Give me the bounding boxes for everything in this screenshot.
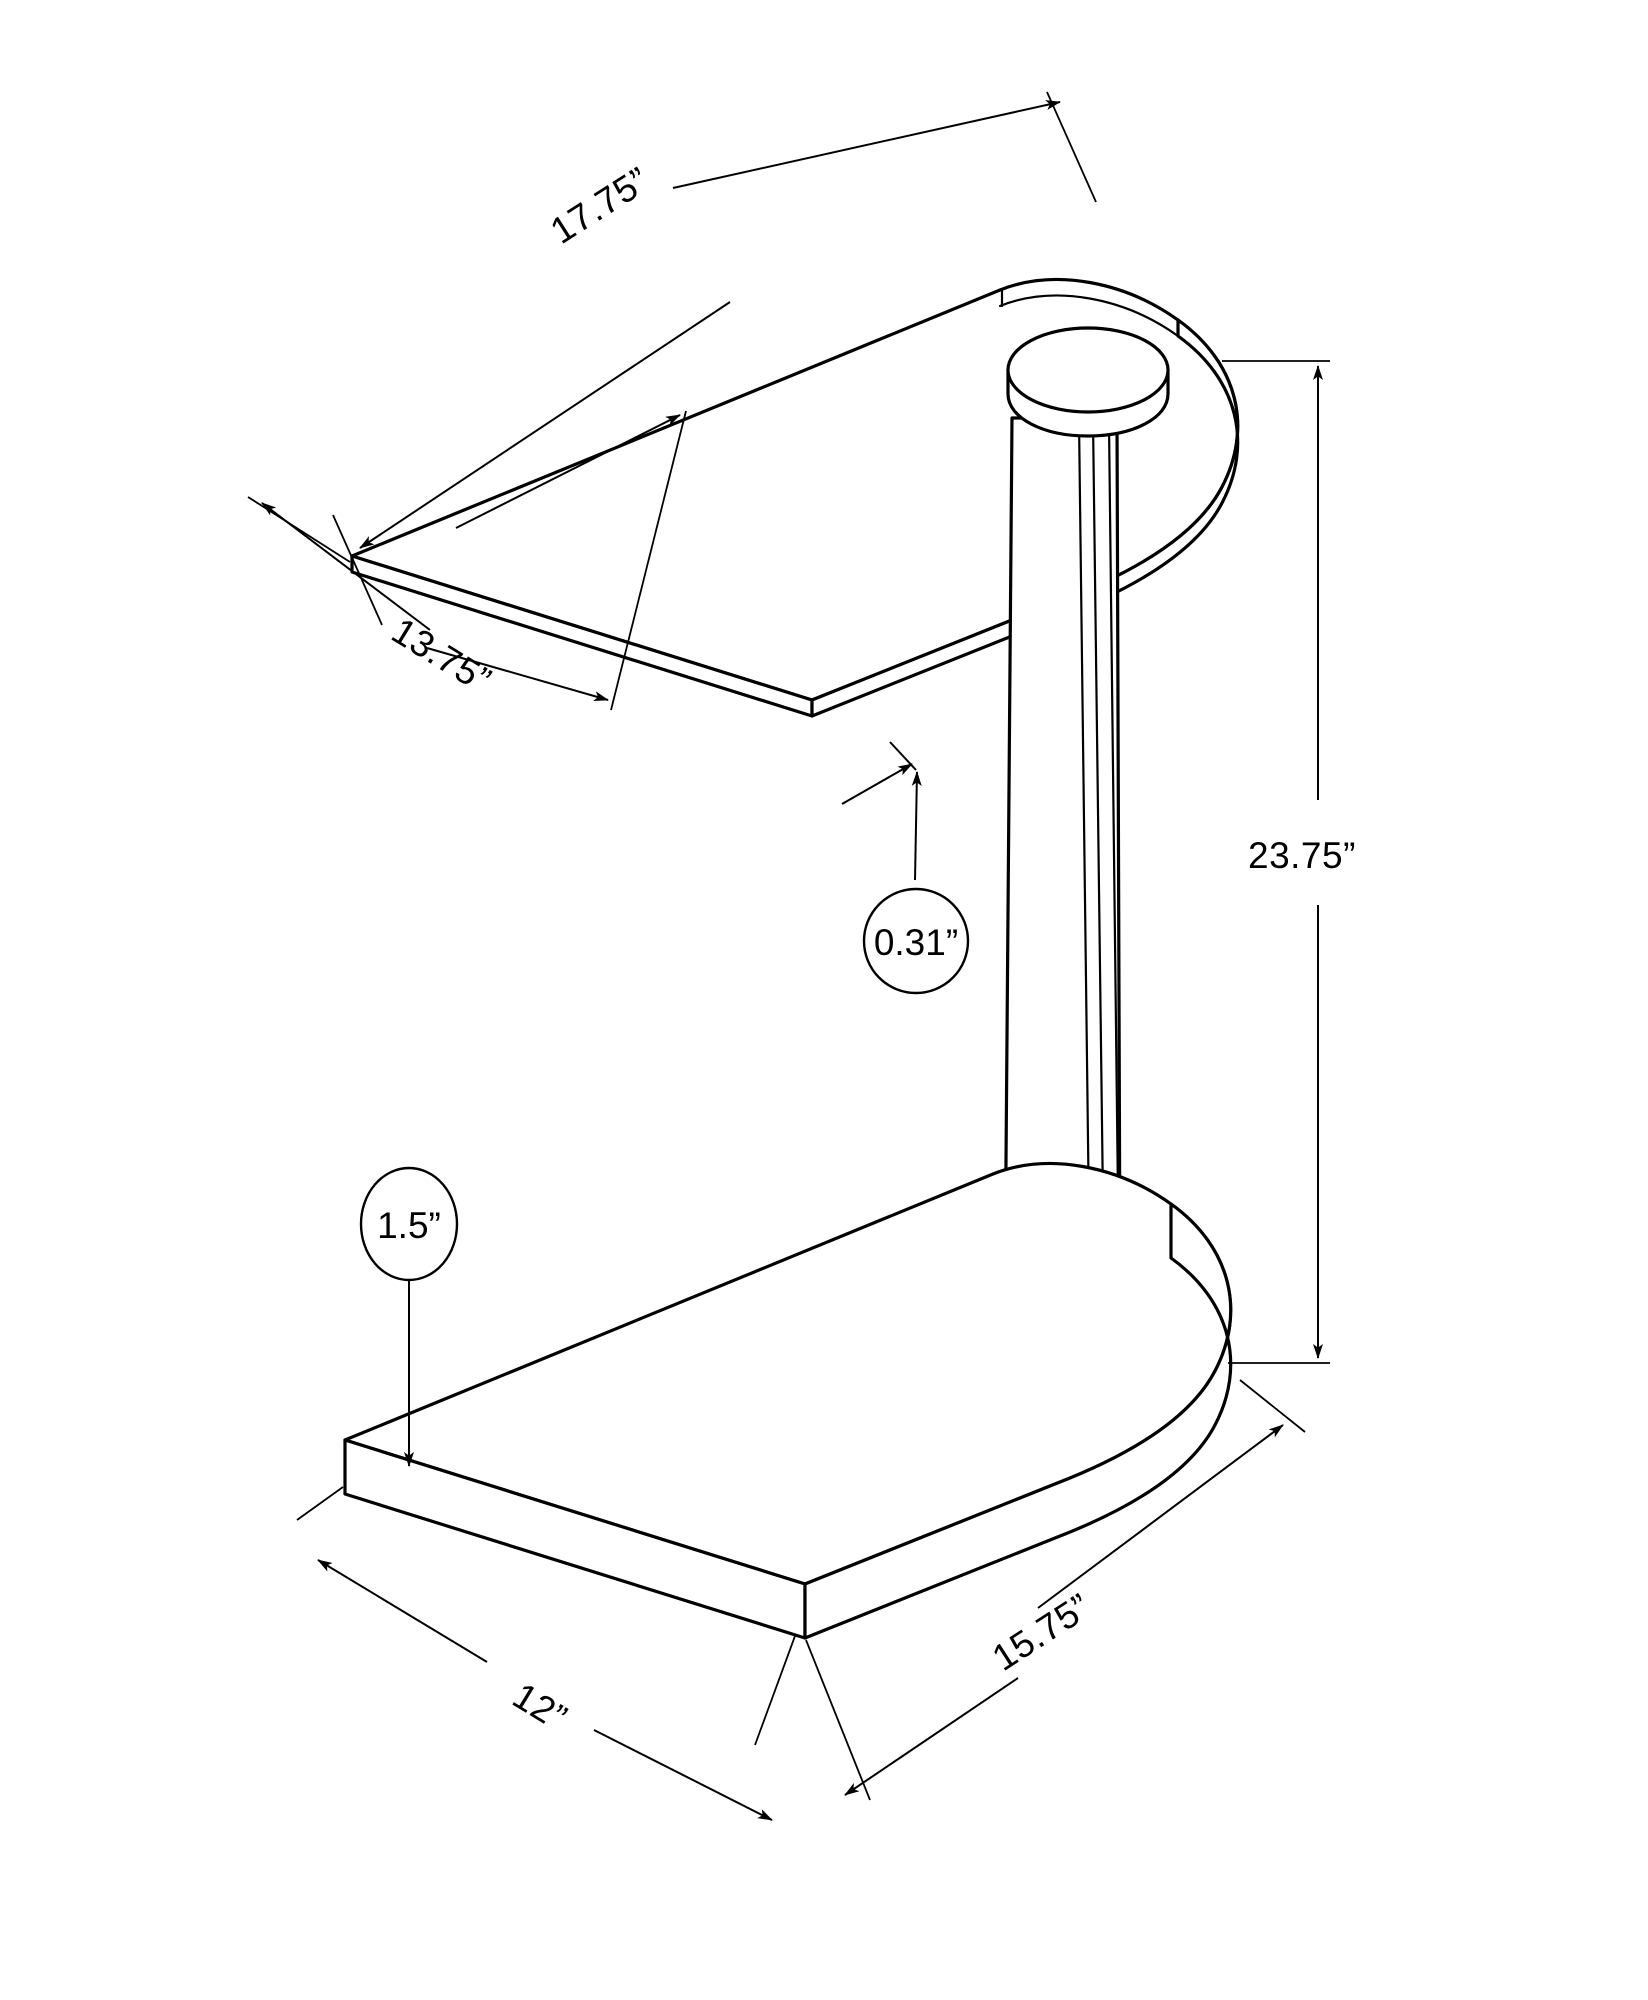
dim-0-31-pointer-arrow	[841, 763, 913, 805]
dim-12-leader-a	[317, 1559, 488, 1663]
callout-base-thickness: 1.5”	[359, 1166, 459, 1467]
dim-17-75-ext-start	[332, 514, 383, 626]
dim-15-75-leader-b	[844, 1677, 1019, 1796]
dim-1-5-bubble	[359, 1166, 459, 1282]
dim-1-5-label: 1.5”	[377, 1205, 441, 1246]
dim-13-75-ext-start	[247, 496, 351, 563]
dimension-overall-height: 23.75”	[1222, 360, 1356, 1364]
dim-0-31-leader	[911, 771, 922, 881]
dim-15-75-leader-a	[1037, 1424, 1284, 1609]
base-plate-geometry	[343, 1162, 1233, 1640]
dim-23-75-label: 23.75”	[1248, 835, 1356, 876]
dim-13-75-label: 13.75”	[385, 610, 498, 701]
column-inner-line-3	[1107, 422, 1121, 1287]
column-inner-line-1	[1077, 418, 1092, 1302]
dim-17-75-label: 17.75”	[543, 159, 656, 252]
dim-12-leader-b	[593, 1729, 773, 1821]
dim-15-75-ext-end	[1239, 1379, 1306, 1433]
top-plate-back-curve	[998, 294, 1180, 338]
dim-13-75-leader-c	[426, 647, 609, 701]
dim-0-31-label: 0.31”	[874, 922, 958, 963]
column-cap-top	[1006, 326, 1170, 414]
dim-17-75-leader-b	[672, 100, 1061, 189]
callout-top-thickness: 0.31”	[841, 741, 970, 995]
dim-13-75-leader-b	[261, 502, 431, 631]
dim-13-75-leader-a	[455, 414, 681, 529]
dim-15-75-ext-start	[805, 1639, 871, 1801]
dim-12-ext-end	[754, 1635, 796, 1746]
dim-12-label: 12”	[506, 1675, 574, 1739]
column-inner-line-2	[1091, 418, 1106, 1282]
dim-13-75-ext-end	[610, 410, 687, 711]
dim-12-ext-start	[296, 1486, 344, 1521]
dim-17-75-ext-end	[1046, 91, 1097, 203]
dim-0-31-bubble	[862, 887, 970, 995]
column-geometry	[1003, 326, 1170, 1318]
dim-17-75-leader-a	[359, 301, 731, 549]
dim-15-75-label: 15.75”	[985, 1586, 1098, 1679]
dim-0-31-pointer	[889, 741, 917, 771]
